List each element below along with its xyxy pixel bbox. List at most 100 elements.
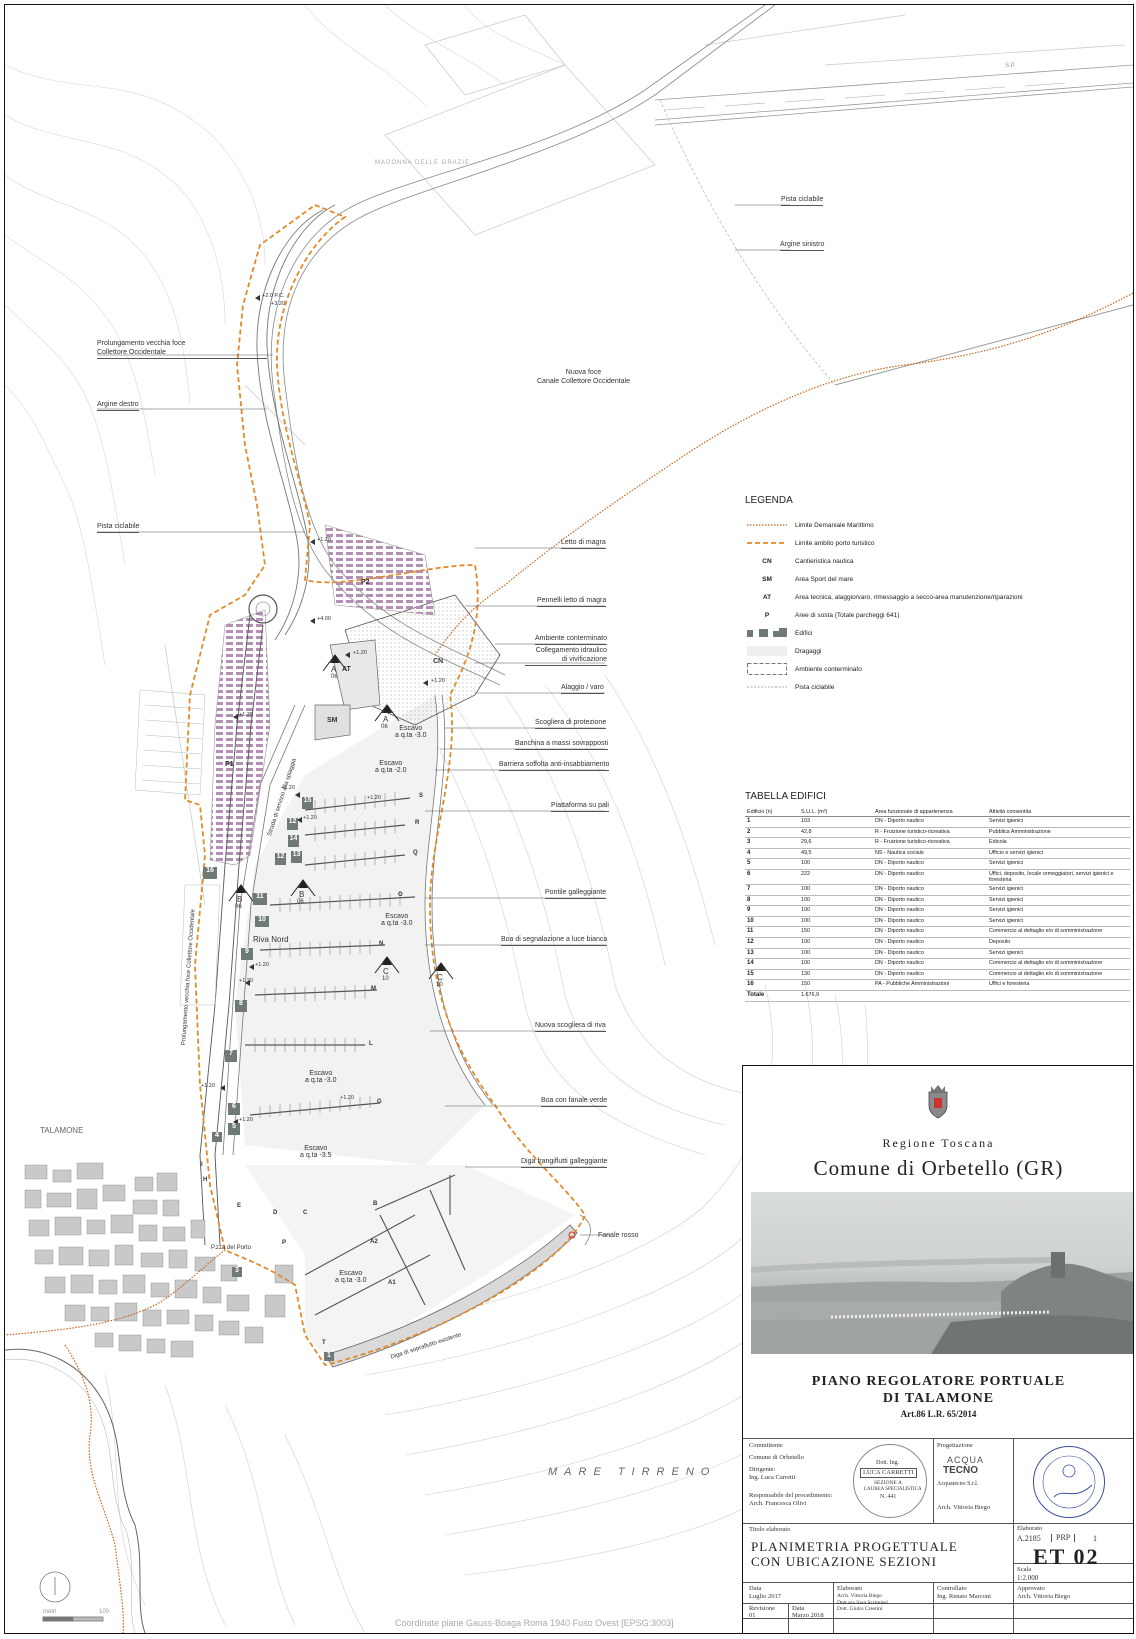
table-header: Edificio (n) [745,808,799,817]
label-piazza-porto: P.zza del Porto [211,1245,251,1251]
building-12b[interactable]: 12 [275,853,286,865]
section-c1-letter: C [383,967,389,976]
escavo-1: Escavo a q.ta -2.0 [375,760,407,774]
table-cell: 29,6 [799,837,873,849]
table-cell: 150 [799,926,873,938]
building-3[interactable]: 3 [232,1267,242,1277]
data: Luglio 2017 [749,1593,781,1600]
table-cell: DN - Diporto nautico [873,969,987,981]
legend-item-ambito: Limite ambito porto turistico [747,539,875,547]
scale-unit: metri [43,1609,57,1615]
building-8[interactable]: 8 [235,1000,247,1012]
table-cell: 14 [745,958,799,970]
table-cell: DN - Diporto nautico [873,858,987,870]
building-15[interactable]: 15 [302,797,313,809]
legend-item-cn: CN Cantieristica nautica [762,557,854,565]
legend-item-pista: Pista ciclabile [747,683,835,691]
table-header-row: Edificio (n) S.U.L. (m²) Area funzionale… [745,808,1130,817]
table-cell: 49,5 [799,848,873,860]
table-cell: NS - Nautica sociale [873,848,987,860]
table-cell: 5 [745,858,799,870]
pontile-b: B [373,1201,378,1207]
building-10[interactable]: 10 [255,916,269,927]
building-5[interactable]: 5 [228,1123,240,1135]
table-header: Attività consentita [987,808,1130,817]
table-cell: PA - Pubbliche Amministrazioni [873,979,987,991]
map-canvas[interactable] [5,5,1133,1633]
revisione-label: Revisione [749,1605,775,1612]
table-cell: Servizi igienici [987,905,1130,917]
table-title: TABELLA EDIFICI [745,791,826,802]
building-11[interactable]: 11 [253,893,267,905]
firm-arch: Arch. Vittoria Biego [937,1504,991,1511]
diga-sopraflutto [324,1224,578,1368]
building-14[interactable]: 14 [288,835,299,847]
elev-12: +1.20 [201,1083,215,1089]
title-block: Regione Toscana Comune di Orbetello (GR)… [742,1065,1133,1633]
table-cell: 7 [745,884,799,896]
building-6[interactable]: 6 [228,1103,240,1115]
data2: Marzo 2018 [792,1612,824,1619]
table-cell: DN - Diporto nautico [873,937,987,949]
sm-area [314,704,351,741]
limite-ambito [184,203,587,1367]
table-cell: Totale [745,990,799,1002]
section-marker-c2 [428,962,454,980]
coastal-road [199,614,264,1246]
provincial-road [654,64,1133,126]
callout-fanale-rosso: Fanale rosso [598,1232,639,1239]
elev-1: +2.0 P.C. [262,293,285,299]
comune-name: Comune di Orbetello (GR) [813,1156,1064,1180]
table-cell: 100 [799,895,873,907]
firm-name: Acquatecno S.r.l. [937,1481,979,1487]
area-at: AT [342,666,351,673]
scale-bar [39,1571,104,1622]
table-cell: 100 [799,858,873,870]
table-cell: DN - Diporto nautico [873,958,987,970]
building-9[interactable]: 9 [241,948,253,960]
engineer-stamp: Dott. Ing. LUCA CARRETTI SEZIONE A LAURE… [853,1444,927,1518]
label-talamone: TALAMONE [40,1126,84,1135]
building-1[interactable]: 1 [324,1352,334,1361]
pontile-c: C [303,1210,308,1216]
table-cell: 11 [745,926,799,938]
table-cell [873,990,987,1002]
plan-law: Art.86 L.R. 65/2014 [900,1409,977,1419]
table-cell: 8 [745,895,799,907]
section-b1-sheet: 06 [235,904,242,910]
area-sm: SM [327,717,338,724]
elev-4: +4.00 [317,616,331,622]
building-13[interactable]: 13 [291,851,302,863]
building-12[interactable]: 12 [287,818,298,830]
callout-barriera: Barriera soffolta anti-insabbiamento [499,760,610,771]
limite-demaniale [5,292,1133,1633]
harbour-photo [751,1192,1133,1354]
table-cell: DN - Diporto nautico [873,926,987,938]
escavo-5: Escavo a q.ta -3.5 [300,1145,332,1159]
table-cell: 150 [799,979,873,991]
legend-title: LEGENDA [745,495,793,506]
callout-diga-frangiflutti: Diga frangiflutti galleggiante [521,1157,608,1168]
table-cell: DN - Diporto nautico [873,948,987,960]
callout-boa-verde: Boa con fanale verde [541,1096,608,1107]
table-cell: 100 [799,905,873,917]
pontile-a1: A1 [388,1280,396,1286]
controllato-label: Controllato [937,1585,967,1592]
legend: LEGENDA Limite Demaniale Marittimo Limit… [745,495,1130,696]
area-cn: CN [433,658,444,665]
building-16[interactable]: 16 [203,867,217,879]
building-4[interactable]: 4 [212,1132,222,1142]
legend-item-conterminato: Ambiente conterminato [745,660,1130,678]
building-7[interactable]: 7 [225,1050,237,1062]
callout-alaggio: Alaggio / varo [561,683,604,694]
callout-scogliera-protezione: Scogliera di protezione [535,718,607,729]
section-c2-sheet: 10 [436,982,443,988]
table-cell: 100 [799,937,873,949]
table-cell: Commercio al dettaglio e/o di somministr… [987,958,1130,970]
